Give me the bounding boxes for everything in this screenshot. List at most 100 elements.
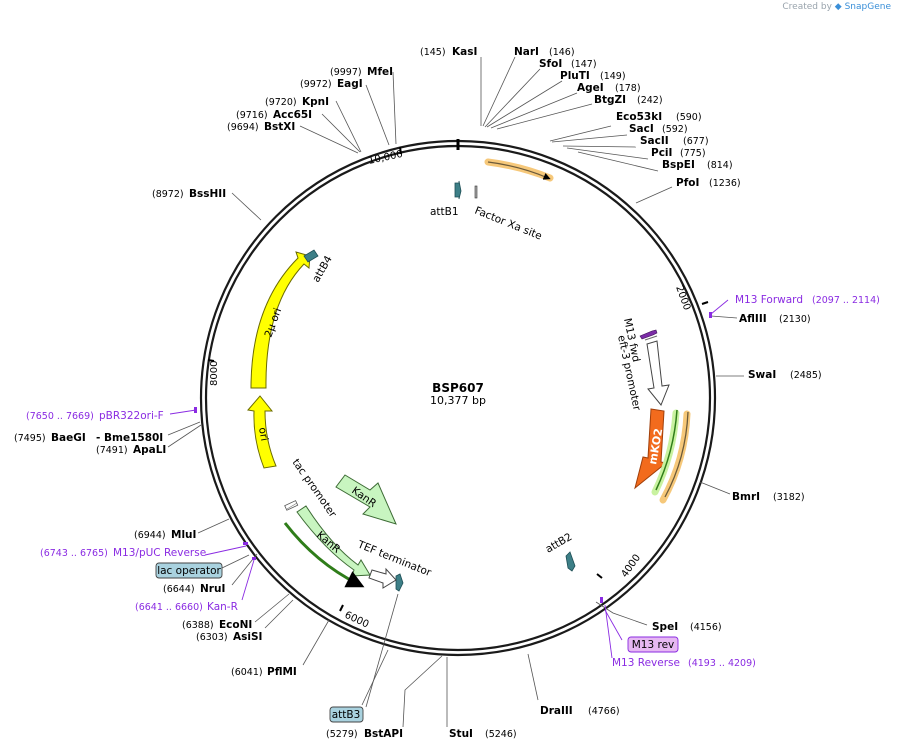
draiii-name: DraIII — [540, 705, 573, 717]
swai-name: SwaI — [748, 369, 776, 381]
baegi-name: BaeGI — [51, 432, 86, 444]
mlui-pos: (6944) — [134, 530, 166, 541]
attb1-label: attB1 — [430, 206, 459, 218]
plasmid-name: BSP607 — [432, 381, 484, 395]
enzyme-leader-lines — [167, 56, 744, 728]
eco53ki-pos: (590) — [676, 112, 702, 123]
bstapi-name: BstAPI — [364, 728, 403, 740]
bme1580i-name: - Bme1580I — [96, 432, 163, 444]
factor-xa-label: Factor Xa site — [473, 205, 544, 243]
snapgene-credit: Created by ◆ SnapGene — [782, 2, 891, 12]
nrui-pos: (6644) — [163, 584, 195, 595]
primer-leader-lines — [169, 299, 729, 659]
nari-pos: (146) — [549, 47, 575, 58]
stui-pos: (5246) — [485, 729, 517, 740]
top-orf-feature — [484, 158, 554, 182]
plasmid-size: 10,377 bp — [430, 394, 486, 407]
bstxi-pos: (9694) — [227, 122, 259, 133]
spei-name: SpeI — [652, 621, 678, 633]
asisi-pos: (6303) — [196, 632, 228, 643]
spei-pos: (4156) — [690, 622, 722, 633]
pbr322ori-f-range: (7650 .. 7669) — [26, 411, 94, 422]
apali-name: ApaLI — [133, 444, 166, 456]
mfei-name: MfeI — [367, 66, 393, 78]
eagi-name: EagI — [337, 78, 363, 90]
attb2-feature — [565, 551, 576, 572]
mko2-bands — [651, 409, 691, 504]
saci-name: SacI — [629, 123, 654, 135]
kasi-pos: (145) — [420, 47, 446, 58]
econi-pos: (6388) — [182, 620, 214, 631]
acc65i-name: Acc65I — [273, 109, 312, 121]
kan-r-name: Kan-R — [207, 601, 238, 613]
kan-r-range: (6641 .. 6660) — [135, 602, 203, 613]
sacii-name: SacII — [640, 135, 669, 147]
tef-terminator-feature — [368, 567, 397, 589]
bsshii-name: BssHII — [189, 188, 226, 200]
btgzi-pos: (242) — [637, 95, 663, 106]
agei-pos: (178) — [615, 83, 641, 94]
ori-feature — [247, 395, 277, 469]
m13-reverse-name: M13 Reverse — [612, 657, 680, 669]
pcii-name: PciI — [651, 147, 672, 159]
swai-pos: (2485) — [790, 370, 822, 381]
kanr-outer-feature — [335, 474, 397, 525]
attb3-box-label: attB3 — [332, 709, 361, 721]
mlui-name: MluI — [171, 529, 196, 541]
apali-pos: (7491) — [96, 445, 128, 456]
tac-promoter-feature — [284, 500, 299, 511]
baegi-pos: (7495) — [14, 433, 46, 444]
m13-fwd-feature — [639, 329, 658, 341]
bmri-name: BmrI — [732, 491, 760, 503]
attb4-feature — [303, 249, 319, 263]
m13-forward-range: (2097 .. 2114) — [812, 295, 880, 306]
sfoi-pos: (147) — [571, 59, 597, 70]
econi-name: EcoNI — [219, 619, 252, 631]
nrui-name: NruI — [200, 583, 225, 595]
agei-name: AgeI — [577, 82, 604, 94]
kpni-name: KpnI — [302, 96, 329, 108]
kanr-inner-feature — [296, 505, 371, 577]
stui-name: StuI — [449, 728, 473, 740]
lac-operator-box-label: lac operator — [157, 565, 221, 577]
mko2-feature — [634, 408, 668, 490]
saci-pos: (592) — [662, 124, 688, 135]
kanr-inner-band — [283, 522, 365, 588]
acc65i-pos: (9716) — [236, 110, 268, 121]
nari-name: NarI — [514, 46, 539, 58]
enzyme-labels: (145) KasI NarI (146) SfoI (147) PluTI (… — [14, 46, 822, 740]
m13-puc-reverse-name: M13/pUC Reverse — [113, 547, 206, 559]
pflmi-pos: (6041) — [231, 667, 263, 678]
credit-brand: SnapGene — [844, 2, 891, 12]
pluti-pos: (149) — [600, 71, 626, 82]
m13-rev-box-label: M13 rev — [632, 639, 675, 651]
primer-markers — [194, 312, 712, 603]
snapgene-logo-icon: ◆ — [834, 2, 842, 12]
attb3-box: attB3 — [329, 593, 399, 723]
sfoi-name: SfoI — [539, 58, 562, 70]
eco53ki-name: Eco53kI — [616, 111, 662, 123]
m13-reverse-range: (4193 .. 4209) — [688, 658, 756, 669]
pfoi-name: PfoI — [676, 177, 699, 189]
bstxi-name: BstXI — [264, 121, 295, 133]
credit-prefix: Created by — [782, 2, 832, 12]
pcii-pos: (775) — [680, 148, 706, 159]
tick-6000: 6000 — [343, 610, 371, 631]
bsshii-pos: (8972) — [152, 189, 184, 200]
asisi-name: AsiSI — [233, 631, 262, 643]
eft3-promoter-feature — [646, 340, 670, 406]
btgzi-name: BtgZI — [594, 94, 626, 106]
m13-forward-name: M13 Forward — [735, 294, 803, 306]
eagi-pos: (9972) — [300, 79, 332, 90]
attb1-feature — [454, 180, 478, 200]
bstapi-pos: (5279) — [326, 729, 358, 740]
primer-labels: M13 Forward (2097 .. 2114) M13 Reverse (… — [26, 294, 880, 669]
m13-rev-box: M13 rev — [604, 609, 679, 653]
tick-8000: 8000 — [209, 361, 220, 386]
aflii-pos: (2130) — [779, 314, 811, 325]
lac-operator-box: lac operator — [155, 554, 250, 579]
pluti-name: PluTI — [560, 70, 590, 82]
sacii-pos: (677) — [683, 136, 709, 147]
pflmi-name: PflMI — [267, 666, 297, 678]
